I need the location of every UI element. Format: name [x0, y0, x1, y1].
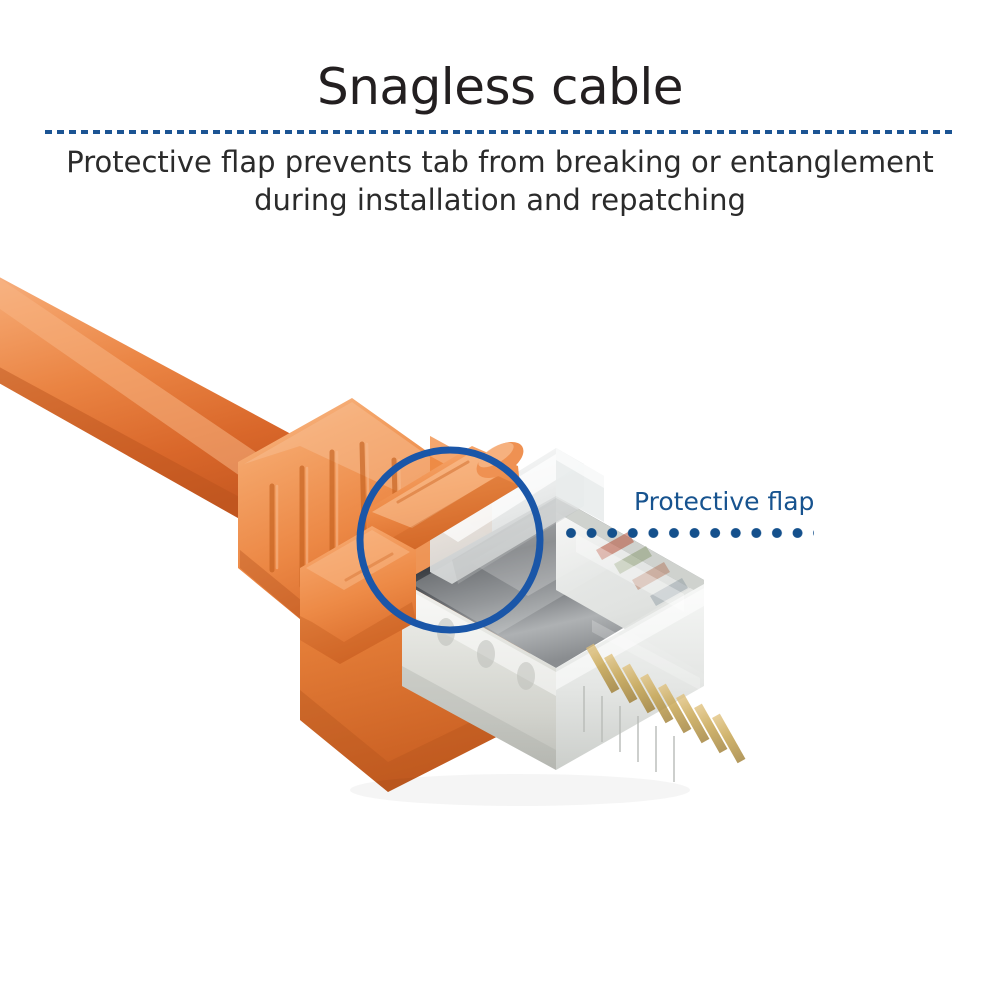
- gold-contacts: [586, 643, 746, 764]
- subtitle-line-2: during installation and repatching: [254, 183, 746, 218]
- product-shadow: [350, 774, 690, 806]
- internal-wires: [596, 532, 688, 606]
- page-subtitle: Protective flap prevents tab from breaki…: [50, 143, 950, 220]
- contact-ridges: [583, 686, 675, 782]
- subtitle-line-1: Protective flap prevents tab from breaki…: [66, 145, 934, 179]
- page-title: Snagless cable: [317, 58, 683, 116]
- header-divider: [45, 130, 955, 134]
- product-illustration: [0, 277, 746, 806]
- product-photo-stage: [0, 250, 1000, 1000]
